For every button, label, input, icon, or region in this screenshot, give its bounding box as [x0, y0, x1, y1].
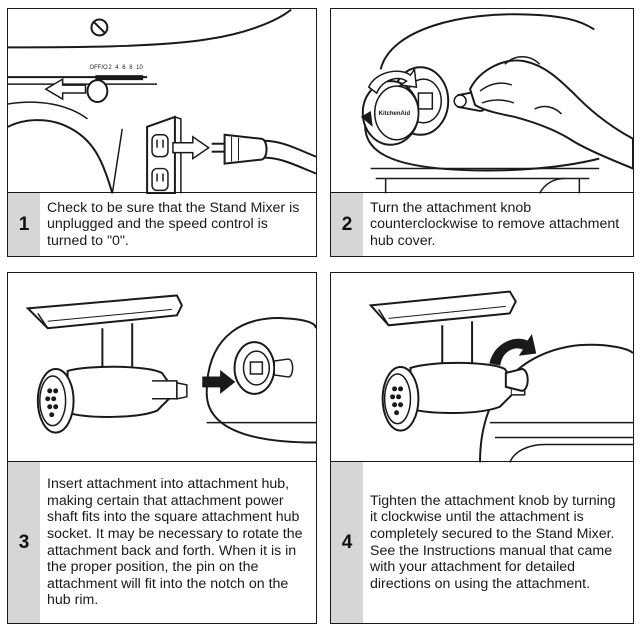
step-1-panel: OFF/O 2 4 6 8 10	[7, 8, 317, 257]
counterclockwise-arrow-icon	[367, 67, 418, 95]
step-2-illustration: KitchenAid	[331, 9, 633, 194]
step-number: 4	[331, 462, 363, 623]
speed-label-off: OFF/O	[89, 65, 108, 71]
speed-label-8: 8	[129, 65, 133, 71]
ring-nut-icon	[36, 368, 75, 434]
step-instruction-text: Tighten the attachment knob by turning i…	[370, 492, 616, 592]
speed-label-10: 10	[136, 65, 143, 71]
insert-attachment-illustration	[25, 294, 316, 444]
food-tray-icon	[368, 290, 517, 327]
step-3-caption: 3 Insert attachment into attachment hub,…	[8, 461, 316, 623]
step-number: 1	[8, 193, 40, 256]
tighten-knob-illustration	[368, 290, 633, 463]
step-4-panel: 4 Tighten the attachment knob by turning…	[330, 272, 634, 624]
power-plug-icon	[211, 133, 268, 165]
right-arrow-icon	[202, 369, 236, 394]
unplug-mixer-illustration: OFF/O 2 4 6 8 10	[8, 9, 316, 194]
step-number: 3	[8, 462, 40, 623]
step-2-panel: KitchenAid 2 Turn the attachment knob co…	[330, 8, 634, 257]
right-arrow-icon	[172, 135, 211, 161]
clockwise-arrow-icon	[489, 333, 537, 366]
remove-hub-cover-illustration: KitchenAid	[360, 13, 633, 194]
wall-outlet-icon	[146, 115, 182, 194]
speed-lever-knob	[86, 79, 109, 103]
ring-nut-icon	[381, 366, 420, 432]
step-2-caption: 2 Turn the attachment knob counterclockw…	[331, 192, 633, 256]
speed-label-6: 6	[122, 65, 126, 71]
speed-label-2: 2	[108, 65, 112, 71]
step-1-illustration: OFF/O 2 4 6 8 10	[8, 9, 316, 194]
brand-label: KitchenAid	[379, 111, 411, 117]
step-3-illustration	[8, 273, 316, 463]
hand-icon	[469, 56, 633, 170]
step-4-illustration	[331, 273, 633, 463]
step-3-panel: 3 Insert attachment into attachment hub,…	[7, 272, 317, 624]
hub-cover-icon: KitchenAid	[361, 80, 420, 146]
food-tray-icon	[25, 294, 183, 330]
left-arrow-icon	[44, 77, 87, 101]
step-1-caption: 1 Check to be sure that the Stand Mixer …	[8, 192, 316, 256]
screw-icon	[90, 18, 109, 37]
step-instruction-text: Check to be sure that the Stand Mixer is…	[47, 199, 300, 249]
step-instruction-text: Insert attachment into attachment hub, m…	[47, 476, 303, 609]
attachment-knob	[504, 367, 529, 392]
step-4-caption: 4 Tighten the attachment knob by turning…	[331, 461, 633, 623]
speed-label-4: 4	[115, 65, 119, 71]
step-instruction-text: Turn the attachment knob counterclockwis…	[370, 199, 620, 249]
mixer-hub	[205, 317, 316, 444]
step-number: 2	[331, 193, 363, 256]
